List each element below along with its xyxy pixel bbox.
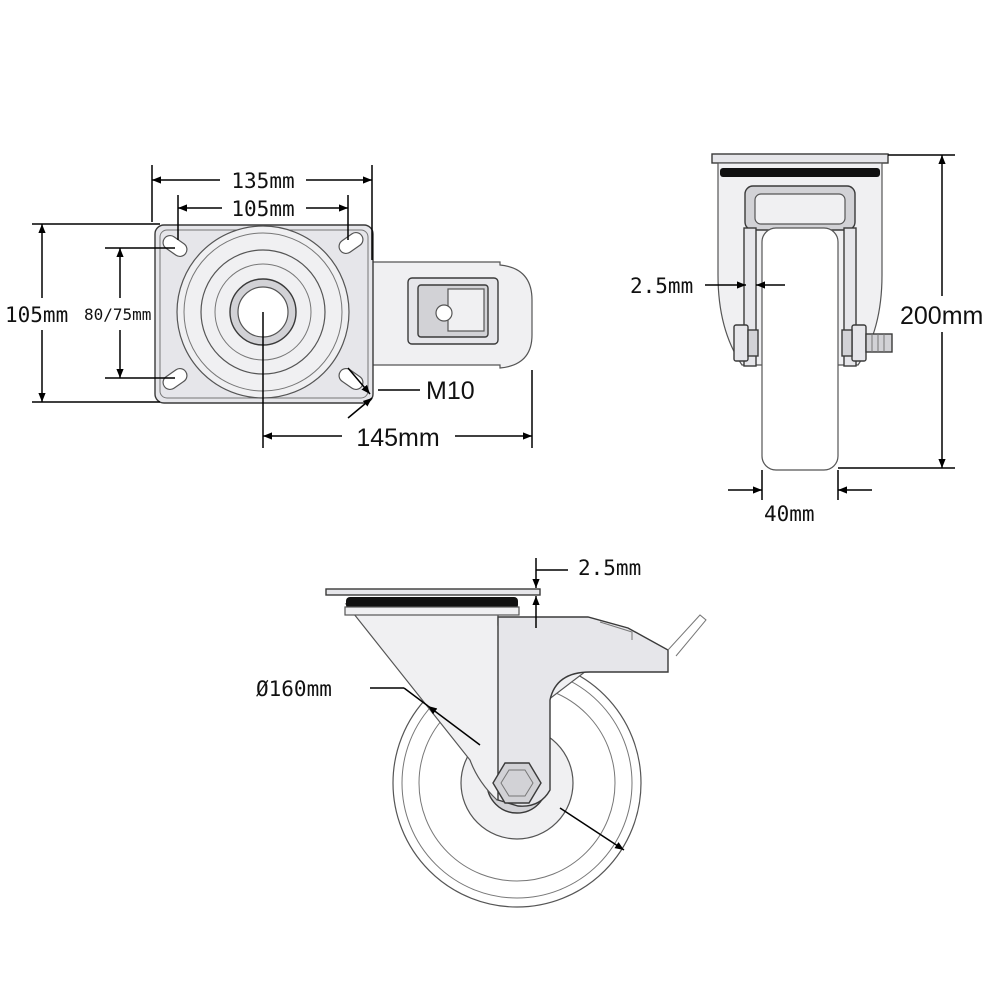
dim-label-145mm: 145mm (356, 424, 439, 452)
dimension-2-5mm-side: 2.5mm (630, 274, 785, 298)
dimension-200mm: 200mm (838, 154, 983, 469)
dimension-2-5mm-front: 2.5mm (532, 556, 641, 628)
dimension-80-75mm: 80/75mm (84, 247, 175, 379)
dimension-40mm: 40mm (728, 470, 872, 526)
axle-nut-right (851, 324, 867, 362)
mounting-plate (711, 153, 889, 164)
slot-hole (162, 234, 188, 258)
axle-nut-left (733, 324, 749, 362)
axle-thread (865, 333, 893, 353)
dim-label-135mm: 135mm (231, 169, 294, 193)
hex-axle-nut (492, 762, 542, 804)
front-bearing-ring (346, 597, 518, 609)
dimension-105mm-horizontal: 105mm (177, 195, 349, 240)
top-view: 135mm 105mm 105mm 80/75mm (5, 165, 533, 452)
side-view: 2.5mm 200mm 40mm (630, 153, 983, 526)
dim-label-160mm: Ø160mm (256, 677, 332, 701)
dim-label-2-5mm-front: 2.5mm (578, 556, 641, 580)
dim-label-2-5mm-side: 2.5mm (630, 274, 693, 298)
dim-label-80-75mm: 80/75mm (84, 305, 151, 324)
dimension-145mm: 145mm (262, 312, 533, 452)
dim-label-105mm-horizontal: 105mm (231, 197, 294, 221)
bearing-ring (720, 168, 880, 177)
dimension-135mm: 135mm (151, 165, 373, 260)
top-plate (154, 224, 374, 404)
dim-label-m10: M10 (426, 377, 475, 405)
dim-label-200mm: 200mm (900, 302, 983, 330)
brake-housing (371, 261, 533, 369)
dim-label-40mm: 40mm (764, 502, 815, 526)
slot-hole (162, 367, 188, 391)
dim-label-105mm-vertical: 105mm (5, 303, 68, 327)
dimension-160mm-diameter: Ø160mm (256, 677, 625, 851)
front-mounting-plate (325, 588, 541, 596)
brake-lever (497, 616, 669, 807)
slot-hole (338, 231, 364, 255)
dimension-m10: M10 (347, 367, 475, 419)
front-view: 2.5mm Ø160mm (256, 556, 707, 908)
wheel (761, 227, 839, 471)
dimension-105mm-vertical: 105mm (5, 223, 160, 403)
